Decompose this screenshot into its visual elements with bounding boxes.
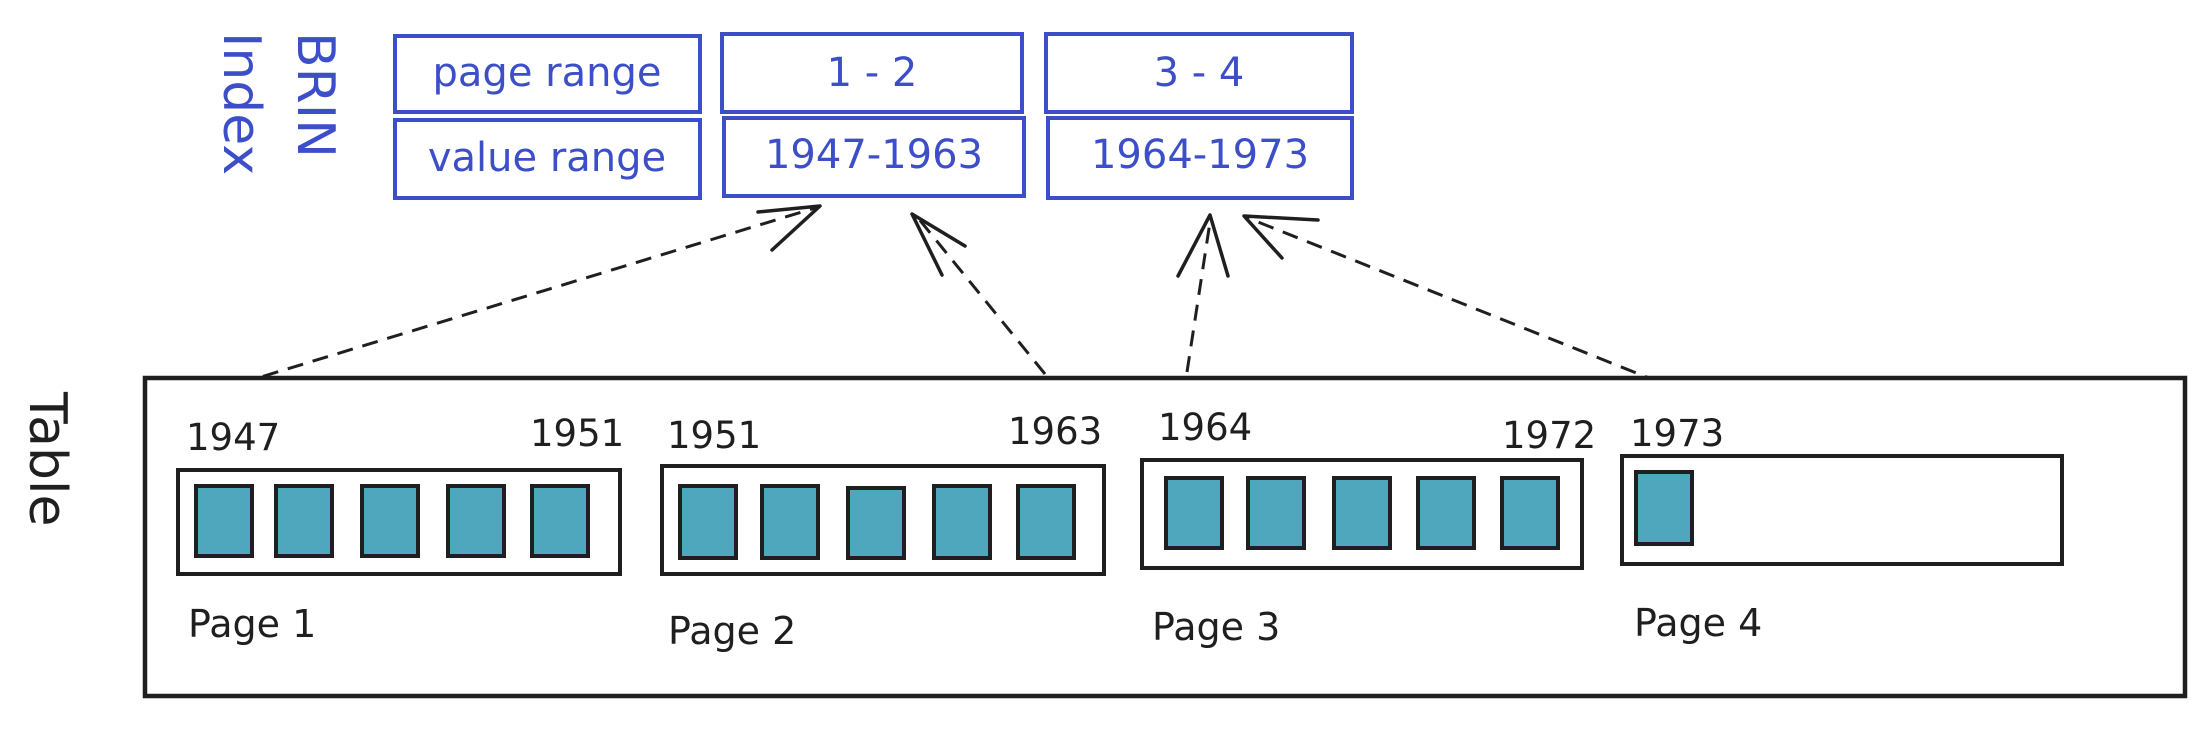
arrowhead-page1 (756, 204, 822, 252)
brin-entry-2-value-range: 1964-1973 (1091, 132, 1309, 178)
page-2-row-4 (932, 484, 992, 560)
arrow-page1-to-entry1 (237, 206, 816, 386)
brin-entry-1-page-range: 1 - 2 (827, 50, 918, 96)
brin-header-column: page range value range (393, 34, 702, 200)
page-3-row-4 (1416, 476, 1476, 550)
arrows (237, 204, 1685, 394)
brin-entry-1: 1 - 2 1947-1963 (720, 32, 1026, 198)
brin-header-value-range-cell (393, 118, 702, 200)
page-3-label: Page 3 (1152, 605, 1280, 649)
page-2-label: Page 2 (668, 609, 796, 653)
page-1-row-2 (274, 484, 334, 558)
brin-entry-1-value-range: 1947-1963 (765, 132, 983, 178)
brin-entry-1-page-range-cell (720, 32, 1024, 114)
index-label: Index (211, 32, 271, 175)
brin-entry-2-page-range-cell (1044, 32, 1354, 114)
page-4-rows (1634, 470, 1694, 546)
brin-entry-1-value-range-cell (722, 116, 1026, 198)
page-3-row-5 (1500, 476, 1560, 550)
page-1-row-4 (446, 484, 506, 558)
page-2-row-1 (678, 484, 738, 560)
brin-entry-2-value-range-cell (1046, 116, 1354, 200)
page-3: 1964 1972 Page 3 (1140, 406, 1596, 649)
page-3-max-value: 1972 (1502, 414, 1596, 457)
table-label: Table (17, 391, 77, 526)
page-1-rows (194, 484, 590, 558)
brin-label: BRIN (285, 32, 345, 158)
page-1-min-value: 1947 (186, 416, 280, 459)
page-1-label: Page 1 (188, 602, 316, 646)
brin-header-page-range: page range (433, 50, 662, 96)
page-2-max-value: 1963 (1008, 410, 1102, 453)
arrowhead-page4 (1242, 214, 1320, 260)
page-3-row-2 (1246, 476, 1306, 550)
page-1-row-1 (194, 484, 254, 558)
arrow-page3-to-entry2 (1185, 221, 1212, 373)
page-4-box (1620, 454, 2064, 566)
page-2-row-5 (1016, 484, 1076, 560)
page-1-row-3 (360, 484, 420, 558)
page-2-row-2 (760, 484, 820, 560)
page-4: 1973 Page 4 (1620, 412, 2064, 645)
page-2: 1951 1963 Page 2 (660, 410, 1106, 653)
arrow-page4-to-entry2 (1247, 216, 1685, 394)
page-4-min-value: 1973 (1630, 412, 1724, 455)
brin-entry-2-page-range: 3 - 4 (1154, 50, 1245, 96)
page-4-label: Page 4 (1634, 601, 1762, 645)
page-1: 1947 1951 Page 1 (176, 412, 624, 646)
brin-header-page-range-cell (393, 34, 702, 114)
page-2-row-3 (846, 486, 906, 560)
brin-entry-2: 3 - 4 1964-1973 (1044, 32, 1354, 200)
page-1-max-value: 1951 (530, 412, 624, 455)
page-2-rows (678, 484, 1076, 560)
arrowhead-page3 (1176, 213, 1230, 278)
page-3-rows (1164, 476, 1560, 550)
page-3-row-1 (1164, 476, 1224, 550)
page-1-row-5 (530, 484, 590, 558)
arrowhead-page2 (910, 212, 967, 277)
page-3-min-value: 1964 (1158, 406, 1252, 449)
page-2-min-value: 1951 (667, 414, 761, 457)
brin-header-value-range: value range (428, 135, 666, 181)
page-4-row-1 (1634, 470, 1694, 546)
arrow-page2-to-entry1 (916, 217, 1047, 375)
page-3-row-3 (1332, 476, 1392, 550)
